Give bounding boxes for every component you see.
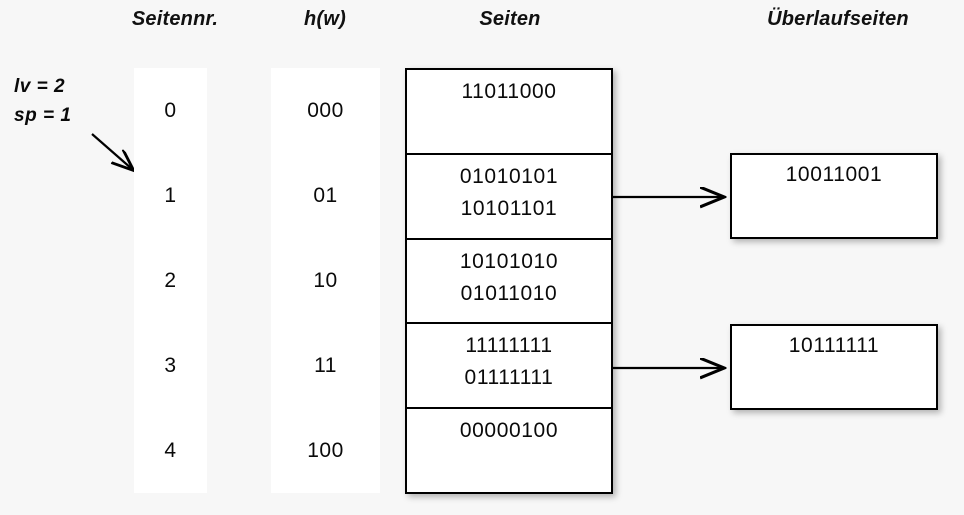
record-value: 10101010 [459,249,559,273]
overflow-page: 10111111 [730,324,938,410]
overflow-connector-arrow-icon [612,185,734,209]
parameter-sp: sp = 1 [14,105,72,126]
record-value: 11111111 [465,334,553,358]
seitennr-cell: 4 [164,438,177,462]
seitennr-cell: 3 [164,353,177,377]
record-value: 11011000 [461,80,557,103]
hw-cell: 11 [314,353,337,377]
overflow-connector-arrow-icon [612,356,734,380]
parameter-lv: lv = 2 [14,76,66,97]
seitennr-cell: 0 [164,98,177,122]
record-value: 10101101 [460,196,558,220]
page-cell: 01010101 10101101 [407,155,611,240]
hw-cell: 100 [307,438,344,462]
record-value: 00000100 [459,419,559,443]
seitennr-cell: 1 [164,183,177,207]
hw-cell: 10 [313,268,338,292]
record-value: 01011010 [460,281,558,305]
page-cell: 10101010 01011010 [407,240,611,325]
column-header-hw: h(w) [304,8,346,30]
record-value: 01010101 [459,164,559,188]
main-pages-stack: 11011000 01010101 10101101 10101010 0101… [405,68,613,494]
column-seitennr: 0 1 2 3 4 [134,68,207,493]
column-header-seiten: Seiten [479,8,541,30]
overflow-page: 10011001 [730,153,938,239]
hw-cell: 000 [307,98,344,122]
parameter-annotation: lv = 2 sp = 1 [14,72,71,130]
record-value: 10011001 [785,163,883,186]
column-header-seitennr: Seitennr. [131,8,219,30]
page-cell: 11011000 [407,70,611,155]
page-cell: 11111111 01111111 [407,324,611,410]
seitennr-cell: 2 [164,268,177,292]
page-cell: 00000100 [407,409,611,492]
hw-cell: 01 [313,183,338,207]
record-value: 01111111 [464,366,554,390]
record-value: 10111111 [788,334,880,357]
column-header-ueberlaufseiten: Überlaufseiten [767,8,909,30]
column-hw: 000 01 10 11 100 [271,68,380,493]
